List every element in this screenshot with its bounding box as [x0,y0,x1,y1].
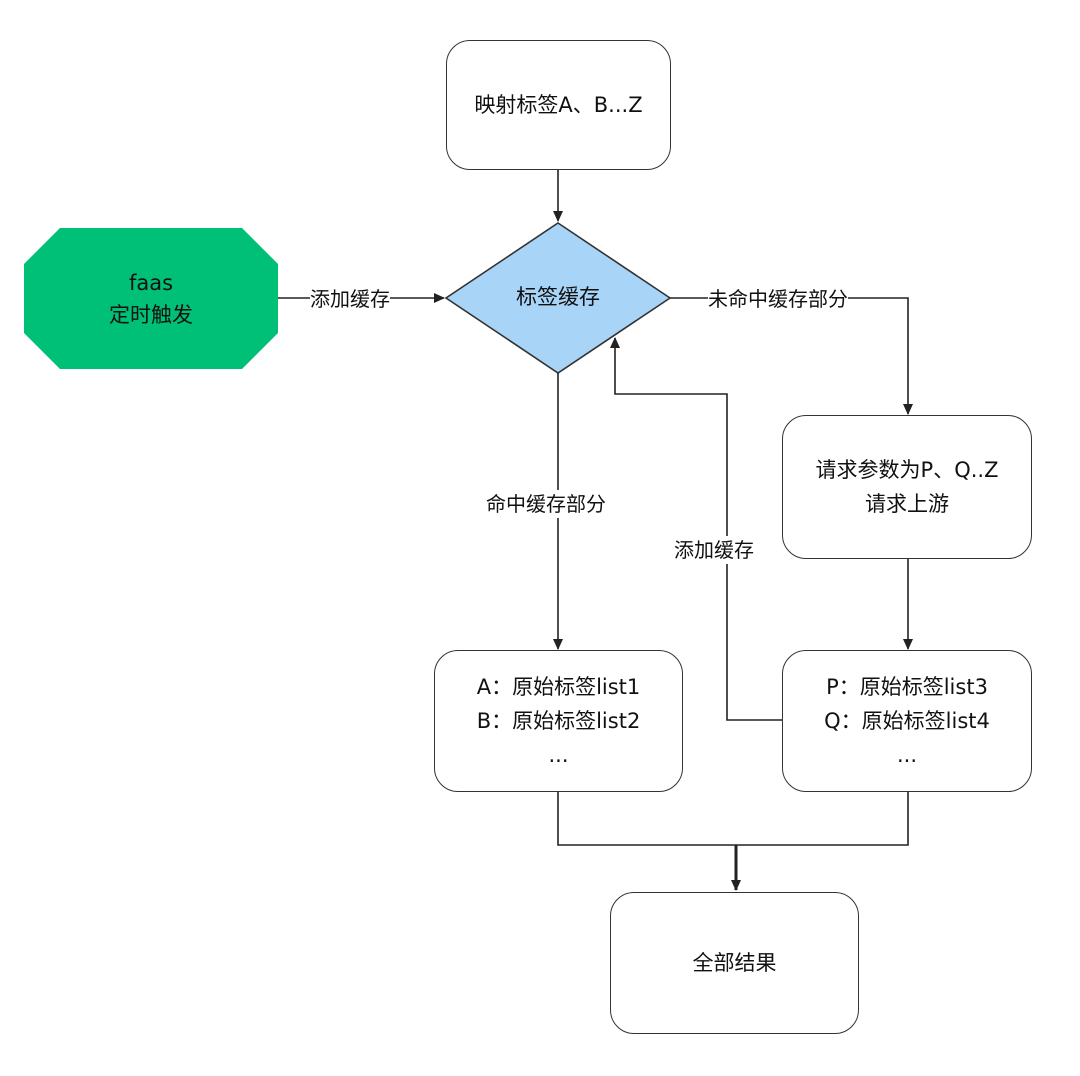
faas-label-line1: faas [128,270,174,295]
upstream-result-line1: P：原始标签list3 [826,675,988,699]
edge-label-faas-add-cache: 添加缓存 [310,285,390,313]
request-label-line2: 请求上游 [865,492,949,516]
faas-trigger-node[interactable]: faas 定时触发 [24,228,278,369]
edge-merge-to-final [557,792,909,846]
final-result-node[interactable]: 全部结果 [610,892,859,1034]
mapping-label: 映射标签A、B...Z [474,93,643,117]
edge-label-upstream-add-cache: 添加缓存 [674,536,754,564]
cache-hit-result-node[interactable]: A：原始标签list1 B：原始标签list2 ... [434,650,683,792]
final-label: 全部结果 [692,951,777,975]
hit-result-line2: B：原始标签list2 [476,709,641,733]
hit-result-line1: A：原始标签list1 [476,675,641,699]
request-upstream-node[interactable]: 请求参数为P、Q..Z 请求上游 [782,415,1032,559]
mapping-node[interactable]: 映射标签A、B...Z [446,40,671,170]
upstream-result-line2: Q：原始标签list4 [824,709,990,733]
edge-upstream-to-cache [610,337,782,721]
request-label-line1: 请求参数为P、Q..Z [815,458,999,482]
upstream-result-node[interactable]: P：原始标签list3 Q：原始标签list4 ... [782,650,1032,792]
upstream-result-line3: ... [896,743,918,767]
faas-label-line2: 定时触发 [109,302,193,327]
edge-label-cache-miss: 未命中缓存部分 [708,285,848,313]
edge-cache-miss [670,297,913,415]
cache-label: 标签缓存 [516,285,600,309]
hit-result-line3: ... [548,743,569,767]
edge-label-cache-hit: 命中缓存部分 [486,490,606,518]
